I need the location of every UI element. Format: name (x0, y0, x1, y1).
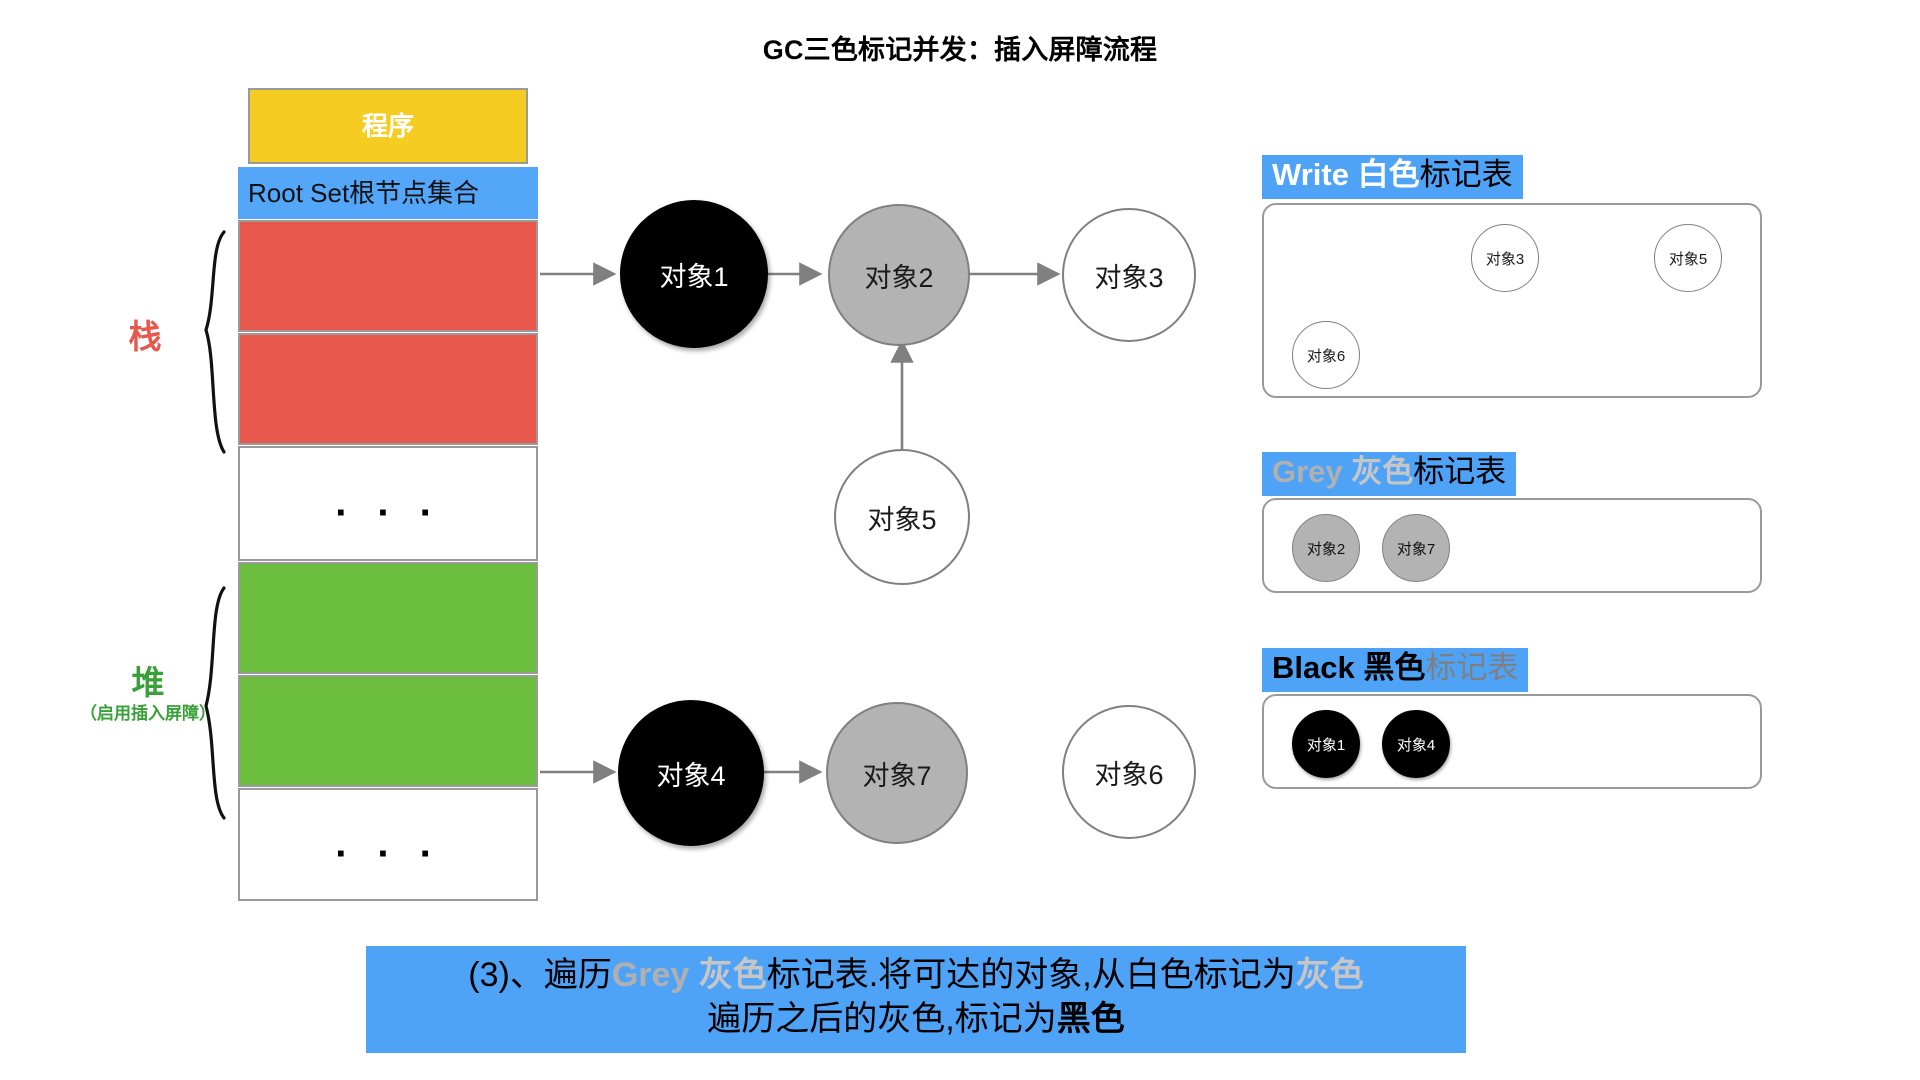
caption-line1-a: (3)、遍历 (468, 956, 612, 994)
caption-grey-en: Grey (611, 956, 690, 994)
black-table-item-1[interactable]: 对象4 (1382, 710, 1450, 778)
black-mark-table-header: Black 黑色标记表 (1262, 648, 1529, 692)
black-table-header-en: Black (1272, 650, 1355, 685)
stack-label-text: 栈 (128, 318, 162, 355)
memory-block-heap-slot-2 (238, 675, 538, 787)
memory-block-heap-ellipsis: . . . (238, 788, 538, 901)
graph-node-obj1-label: 对象1 (659, 261, 729, 292)
memory-block-program: 程序 (248, 88, 528, 164)
graph-node-obj7-label: 对象7 (862, 760, 932, 791)
stack-brace-label: 栈 (90, 318, 200, 356)
black-table-header-suffix: 标记表 (1425, 650, 1519, 685)
white-table-item-0[interactable]: 对象3 (1471, 224, 1539, 292)
heap-brace-label: 堆 （启用插入屏障） (58, 664, 238, 723)
white-mark-table-header: Write 白色标记表 (1262, 155, 1523, 199)
graph-node-obj5-label: 对象5 (867, 504, 937, 535)
white-table-header-suffix: 标记表 (1419, 157, 1513, 192)
white-table-item-2-label: 对象6 (1306, 347, 1346, 365)
graph-node-obj6[interactable]: 对象6 (1062, 705, 1196, 839)
memory-block-root-set[interactable]: Root Set根节点集合 (238, 167, 538, 219)
memory-block-stack-slot-1 (238, 220, 538, 332)
black-mark-table: 对象1 对象4 (1262, 694, 1762, 789)
grey-table-item-0-label: 对象2 (1306, 540, 1346, 558)
caption-line2-a: 遍历之后的灰色,标记为 (707, 999, 1057, 1038)
grey-mark-table-header: Grey 灰色标记表 (1262, 452, 1517, 496)
memory-block-stack-ellipsis-label: . . . (335, 480, 441, 525)
caption-line1-b: 标记表.将可达的对象,从白色标记为 (766, 956, 1296, 994)
memory-block-stack-ellipsis: . . . (238, 446, 538, 561)
graph-node-obj6-label: 对象6 (1094, 759, 1164, 790)
black-table-item-0-label: 对象1 (1306, 736, 1346, 754)
graph-node-obj2[interactable]: 对象2 (828, 204, 970, 346)
black-table-item-1-label: 对象4 (1396, 736, 1436, 754)
memory-block-heap-ellipsis-label: . . . (335, 821, 441, 866)
memory-block-program-label: 程序 (361, 111, 414, 141)
white-table-item-0-label: 对象3 (1485, 250, 1525, 268)
memory-block-heap-slot-1 (238, 562, 538, 674)
graph-node-obj4-label: 对象4 (656, 760, 726, 791)
grey-table-item-1[interactable]: 对象7 (1382, 514, 1450, 582)
white-table-item-1[interactable]: 对象5 (1654, 224, 1722, 292)
memory-block-stack-slot-2 (238, 333, 538, 445)
caption-line1-c: 灰色 (1295, 956, 1364, 994)
grey-table-item-0[interactable]: 对象2 (1292, 514, 1360, 582)
grey-table-item-1-label: 对象7 (1396, 540, 1436, 558)
black-table-item-0[interactable]: 对象1 (1292, 710, 1360, 778)
graph-node-obj3[interactable]: 对象3 (1062, 208, 1196, 342)
memory-block-root-set-label: Root Set根节点集合 (248, 178, 480, 208)
white-table-item-1-label: 对象5 (1668, 250, 1708, 268)
page-title: GC三色标记并发：插入屏障流程 (762, 35, 1158, 65)
grey-table-header-en: Grey (1272, 454, 1343, 489)
graph-node-obj2-label: 对象2 (864, 262, 934, 293)
heap-label-text: 堆 (131, 664, 165, 701)
caption-line-2: 遍历之后的灰色,标记为黑色 (366, 998, 1466, 1042)
graph-node-obj1[interactable]: 对象1 (620, 200, 768, 348)
caption-grey-cn: 灰色 (689, 956, 767, 994)
grey-mark-table: 对象2 对象7 (1262, 498, 1762, 593)
graph-node-obj4[interactable]: 对象4 (618, 700, 764, 846)
graph-node-obj5[interactable]: 对象5 (834, 449, 970, 585)
white-table-item-2[interactable]: 对象6 (1292, 321, 1360, 389)
caption-line2-b: 黑色 (1056, 999, 1125, 1038)
grey-table-header-suffix: 标记表 (1413, 454, 1507, 489)
step-caption: (3)、遍历Grey 灰色标记表.将可达的对象,从白色标记为灰色 遍历之后的灰色… (366, 946, 1466, 1054)
white-table-header-en: Write (1272, 157, 1349, 192)
graph-node-obj7[interactable]: 对象7 (826, 702, 968, 844)
caption-line-1: (3)、遍历Grey 灰色标记表.将可达的对象,从白色标记为灰色 (366, 954, 1466, 998)
white-mark-table: 对象3 对象5 对象6 (1262, 203, 1762, 398)
heap-label-sub: （启用插入屏障） (80, 703, 216, 723)
black-table-header-cn: 黑色 (1363, 650, 1426, 685)
grey-table-header-cn: 灰色 (1351, 454, 1414, 489)
white-table-header-cn: 白色 (1357, 157, 1420, 192)
graph-node-obj3-label: 对象3 (1094, 262, 1164, 293)
